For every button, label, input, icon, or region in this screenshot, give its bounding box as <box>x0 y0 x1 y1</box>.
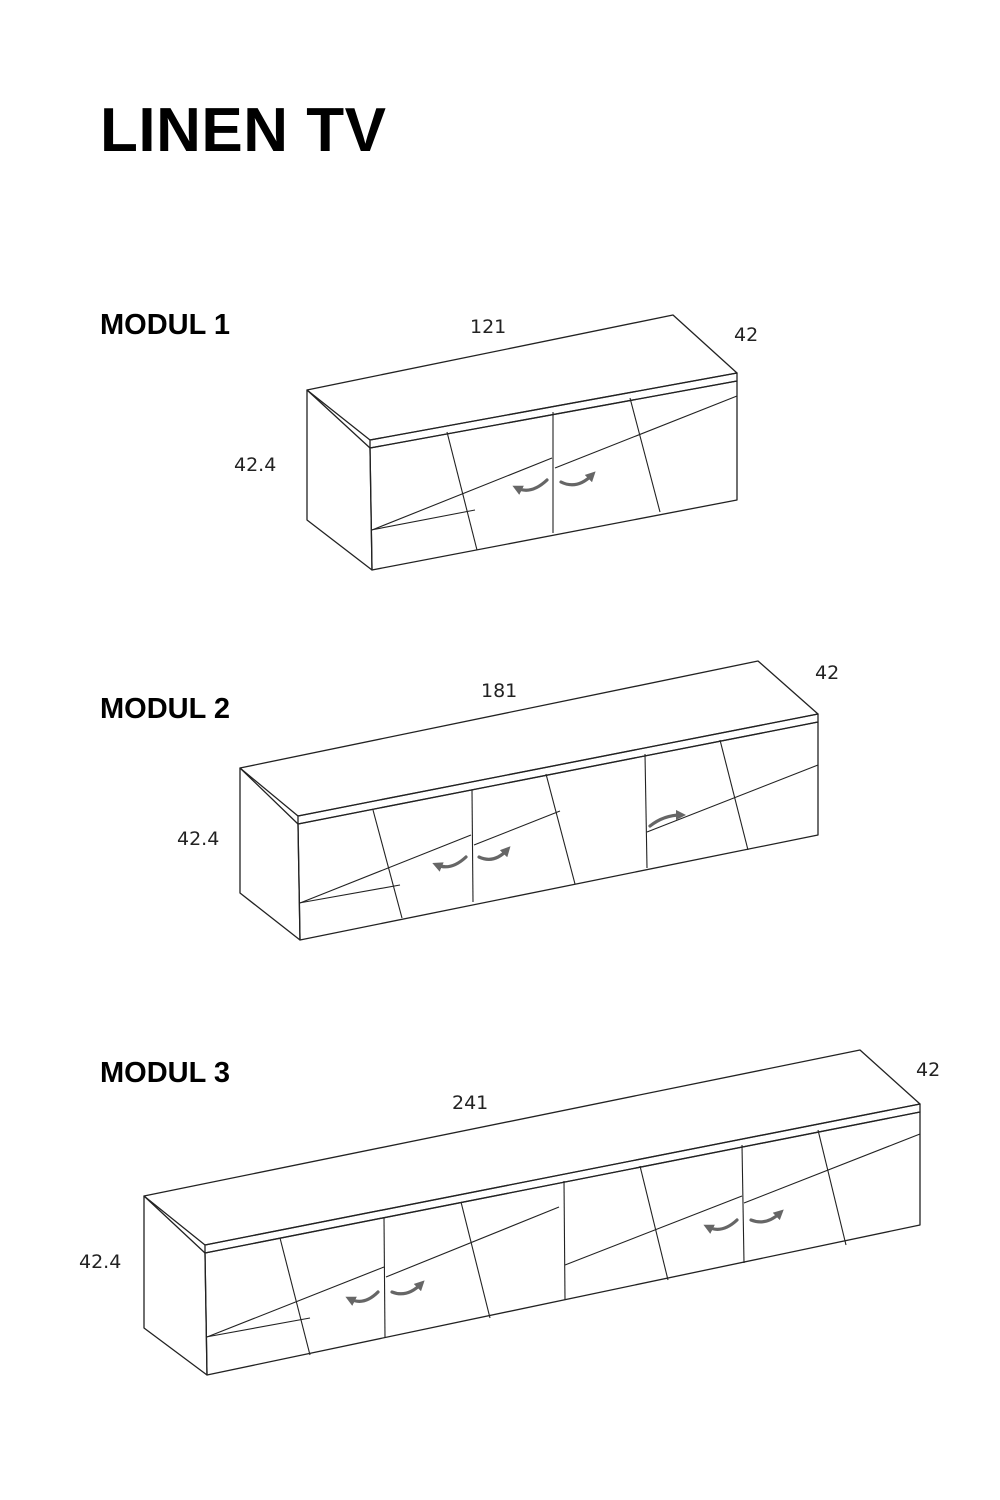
page-title: LINEN TV <box>100 96 387 165</box>
module-3-cabinet <box>143 1049 921 1376</box>
module-2-cabinet <box>239 660 819 941</box>
module-1-side <box>306 389 373 571</box>
module-1-depth: 42 <box>734 324 758 346</box>
module-2-height: 42.4 <box>177 828 219 850</box>
module-2-side <box>239 767 301 941</box>
module-3-height: 42.4 <box>79 1251 121 1273</box>
module-3-top-edge <box>204 1103 921 1254</box>
module-3-top <box>143 1049 921 1246</box>
module-2-depth: 42 <box>815 662 839 684</box>
module-1-front <box>369 380 738 571</box>
module-2-label: MODUL 2 <box>100 693 230 725</box>
module-3-depth: 42 <box>916 1059 940 1081</box>
module-1-height: 42.4 <box>234 454 276 476</box>
module-1-label: MODUL 1 <box>100 309 230 341</box>
module-3-side <box>143 1195 208 1376</box>
module-1-width: 121 <box>470 316 506 338</box>
module-3-width: 241 <box>452 1092 488 1114</box>
module-2-front <box>297 721 819 941</box>
module-3-label: MODUL 3 <box>100 1057 230 1089</box>
module-1-cabinet <box>306 314 738 571</box>
module-3-front <box>204 1111 921 1376</box>
module-2-width: 181 <box>481 680 517 702</box>
module-2-top-edge <box>297 713 819 825</box>
